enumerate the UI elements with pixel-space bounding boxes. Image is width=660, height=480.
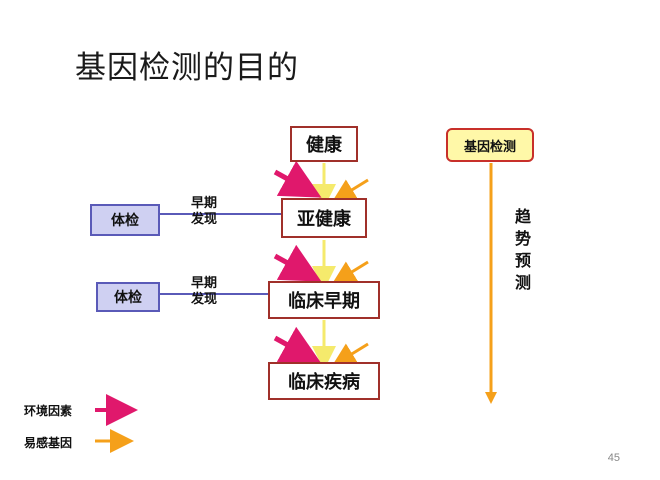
early-detection-label-2: 早期 发现 xyxy=(190,276,217,307)
exam-box-1: 体检 xyxy=(90,204,160,236)
trend-forecast-label: 趋 势 预 测 xyxy=(514,207,531,292)
stage-subhealth: 亚健康 xyxy=(281,198,367,238)
trend-arrow-head xyxy=(485,392,497,404)
legend-environment-label: 环境因素 xyxy=(24,404,73,418)
stage-early-clinical: 临床早期 xyxy=(268,281,380,319)
susceptibility-arrow-2 xyxy=(331,260,369,285)
stage-clinical-disease: 临床疾病 xyxy=(268,362,380,400)
environment-arrow-1 xyxy=(273,160,322,198)
exam-box-2: 体检 xyxy=(96,282,160,312)
susceptibility-arrow-1 xyxy=(331,178,369,203)
stage-health: 健康 xyxy=(290,126,358,162)
environment-arrow-2 xyxy=(273,244,322,282)
susceptibility-arrow-3 xyxy=(331,342,369,367)
page-number: 45 xyxy=(607,452,620,464)
environment-arrow-3 xyxy=(273,326,322,364)
early-detection-label-1: 早期 发现 xyxy=(190,196,217,227)
legend-susceptibility-label: 易感基因 xyxy=(24,436,73,450)
gene-test-box: 基因检测 xyxy=(446,128,534,162)
page-title: 基因检测的目的 xyxy=(75,50,299,86)
